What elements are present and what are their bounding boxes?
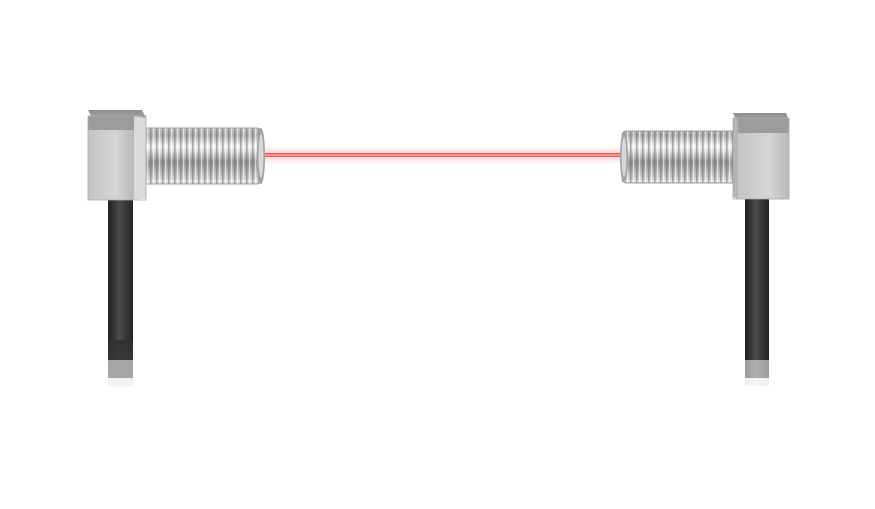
- threaded-sensor-icon: [136, 127, 265, 185]
- threaded-sensor-icon: [620, 130, 747, 184]
- laser-beam: [255, 146, 627, 164]
- right-cable: [741, 196, 773, 408]
- emitter-sensor: [87, 110, 265, 201]
- receiver-sensor: [620, 113, 790, 200]
- left-cable: [104, 196, 137, 408]
